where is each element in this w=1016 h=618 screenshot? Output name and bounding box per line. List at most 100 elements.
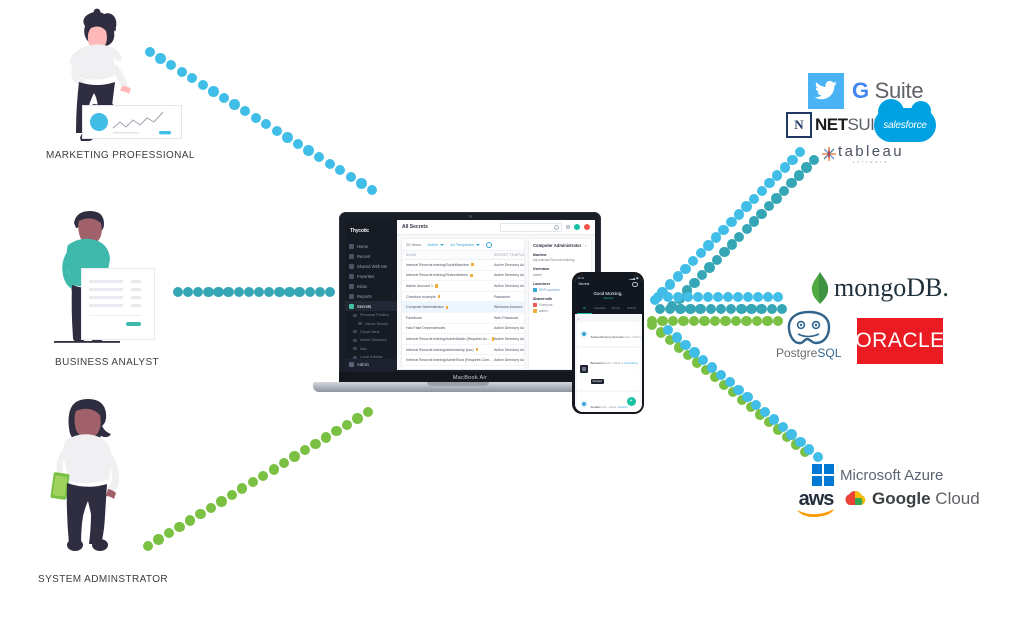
trail-dot — [155, 53, 166, 64]
secrets-table: 25 Items Active All Templates NAME SECR — [401, 238, 525, 370]
key-icon — [469, 273, 473, 278]
sidebar-item-shared-with-me[interactable]: Shared With Me — [345, 261, 397, 271]
sidebar-item-reports[interactable]: Reports› — [345, 291, 397, 301]
cell-template: Active Directory Account — [494, 369, 524, 370]
salesforce-icon: salesforce — [874, 99, 936, 142]
phone-tab-recent[interactable]: Recent — [611, 307, 621, 311]
trail-dot — [165, 59, 177, 71]
filter-active[interactable]: Active — [427, 242, 445, 247]
table-search-icon[interactable] — [485, 241, 492, 248]
trail-dot — [335, 165, 346, 176]
item-subtitle: Folder › iPadd › Network — [599, 405, 628, 409]
trail-dot — [657, 287, 668, 298]
trail-dot — [144, 46, 156, 58]
trail-dot — [776, 303, 788, 315]
sidebar-item-recent[interactable]: Recent — [345, 251, 397, 261]
sidebar-item-favorites[interactable]: Favorites — [345, 271, 397, 281]
item-subtitle: Folder › iPadd › Active Directory — [623, 335, 642, 339]
sidebar-folder-personal-folders[interactable]: Personal Folders — [345, 311, 397, 319]
trail-dot — [700, 364, 712, 375]
phone-hero: Secrets Good Morning, Joanna — [574, 280, 642, 306]
grid-icon[interactable] — [566, 225, 570, 229]
trail-dot — [243, 286, 255, 298]
phone-tab-all[interactable]: All — [576, 305, 593, 314]
trail-dot — [751, 315, 763, 327]
trail-dot — [742, 392, 753, 403]
trail-dot — [768, 414, 780, 425]
search-input[interactable] — [500, 222, 562, 232]
detail-title: Computer Administrator — [533, 243, 582, 248]
close-icon[interactable]: × — [584, 243, 587, 248]
table-row[interactable]: Internal Records training\adminsetup (sv… — [402, 345, 524, 356]
table-toolbar: 25 Items Active All Templates — [402, 239, 524, 251]
sidebar-item-admin[interactable]: Admin — [345, 359, 397, 370]
key-icon — [437, 295, 441, 299]
trail-dot — [793, 170, 805, 181]
nav-icon — [349, 263, 354, 269]
notification-badge[interactable] — [584, 224, 590, 230]
folder-label: Personal Folders — [360, 313, 389, 318]
phone-tab-shared[interactable]: Shared — [627, 307, 636, 311]
trail-dot — [172, 286, 184, 298]
cell-template: Active Directory Account — [494, 326, 525, 331]
table-row[interactable]: Internal Records training\AdminRoot (Req… — [402, 355, 524, 366]
sidebar-item-home[interactable]: Home — [345, 241, 397, 251]
list-item[interactable]: Active Directory AccountFolder › iPadd ›… — [576, 321, 642, 346]
table-row[interactable]: Checkout examplePasswordLocal AdminsCh — [402, 292, 524, 303]
cell-name: Internal Records training\SouthMachine — [406, 263, 494, 267]
filter-template[interactable]: All Templates — [450, 242, 480, 247]
list-item[interactable]: BehaviorsFolder › iPadd › Local AdminsCh… — [576, 347, 640, 390]
sidebar-folder-nicole-sundin[interactable]: Nicole Sundin — [345, 319, 397, 327]
trail-dot — [763, 200, 775, 212]
trail-dot — [673, 342, 685, 353]
trail-dot — [313, 151, 325, 163]
phone-tab-favorites[interactable]: Favorites — [594, 307, 606, 311]
search-icon[interactable] — [632, 281, 638, 287]
sidebar-item-label: Secrets — [357, 303, 372, 309]
trail-dot — [680, 263, 691, 275]
table-row[interactable]: Internal Records training\CentralAdmin (… — [402, 366, 524, 370]
postgresql-icon — [787, 310, 830, 345]
key-icon — [434, 284, 438, 288]
cell-name: Internal Records training\AdminBatch (Re… — [406, 337, 494, 341]
folder-label: Cloud Vault — [360, 329, 380, 334]
more-icon[interactable]: ⋮ — [633, 331, 637, 336]
trail-dot — [712, 291, 724, 303]
launcher-item[interactable]: RDP Launcher — [533, 287, 587, 292]
trail-dot — [746, 303, 757, 315]
sidebar-item-secrets[interactable]: Secrets› — [345, 301, 397, 311]
cell-name: Checkout example — [406, 295, 494, 299]
nav-icon — [349, 243, 354, 249]
trail-dot — [213, 286, 224, 298]
add-button[interactable]: + — [626, 396, 636, 406]
sidebar-admin-label: Admin — [357, 362, 369, 367]
detail-field-label: Username — [533, 267, 550, 272]
group-icon — [533, 302, 537, 307]
sidebar-folder-local-admins[interactable]: Local Admins — [345, 353, 397, 361]
sidebar-folder-active-directory[interactable]: Active Directory — [345, 336, 397, 344]
sidebar-item-inbox[interactable]: Inbox — [345, 281, 397, 291]
logo-twitter — [808, 73, 844, 109]
trail-dot — [766, 303, 778, 315]
detail-header: Computer Administrator × — [533, 243, 587, 248]
trail-dot — [142, 540, 154, 552]
sidebar-item-label: Favorites — [357, 273, 375, 279]
trail-dot — [741, 201, 752, 212]
avatar[interactable] — [574, 224, 580, 230]
trail-dot — [749, 193, 760, 204]
sidebar-folder-mac[interactable]: Mac — [345, 345, 397, 353]
logo-gsuite: G G SuiteSuite — [852, 78, 924, 103]
folder-icon — [353, 347, 357, 351]
sidebar-folder-cloud-vault[interactable]: Cloud Vault — [345, 328, 397, 336]
trail-dot — [278, 457, 290, 469]
more-icon[interactable]: ⋮ — [633, 366, 637, 371]
table-row[interactable]: Internal Records training\AdminBatch (Re… — [402, 334, 524, 345]
